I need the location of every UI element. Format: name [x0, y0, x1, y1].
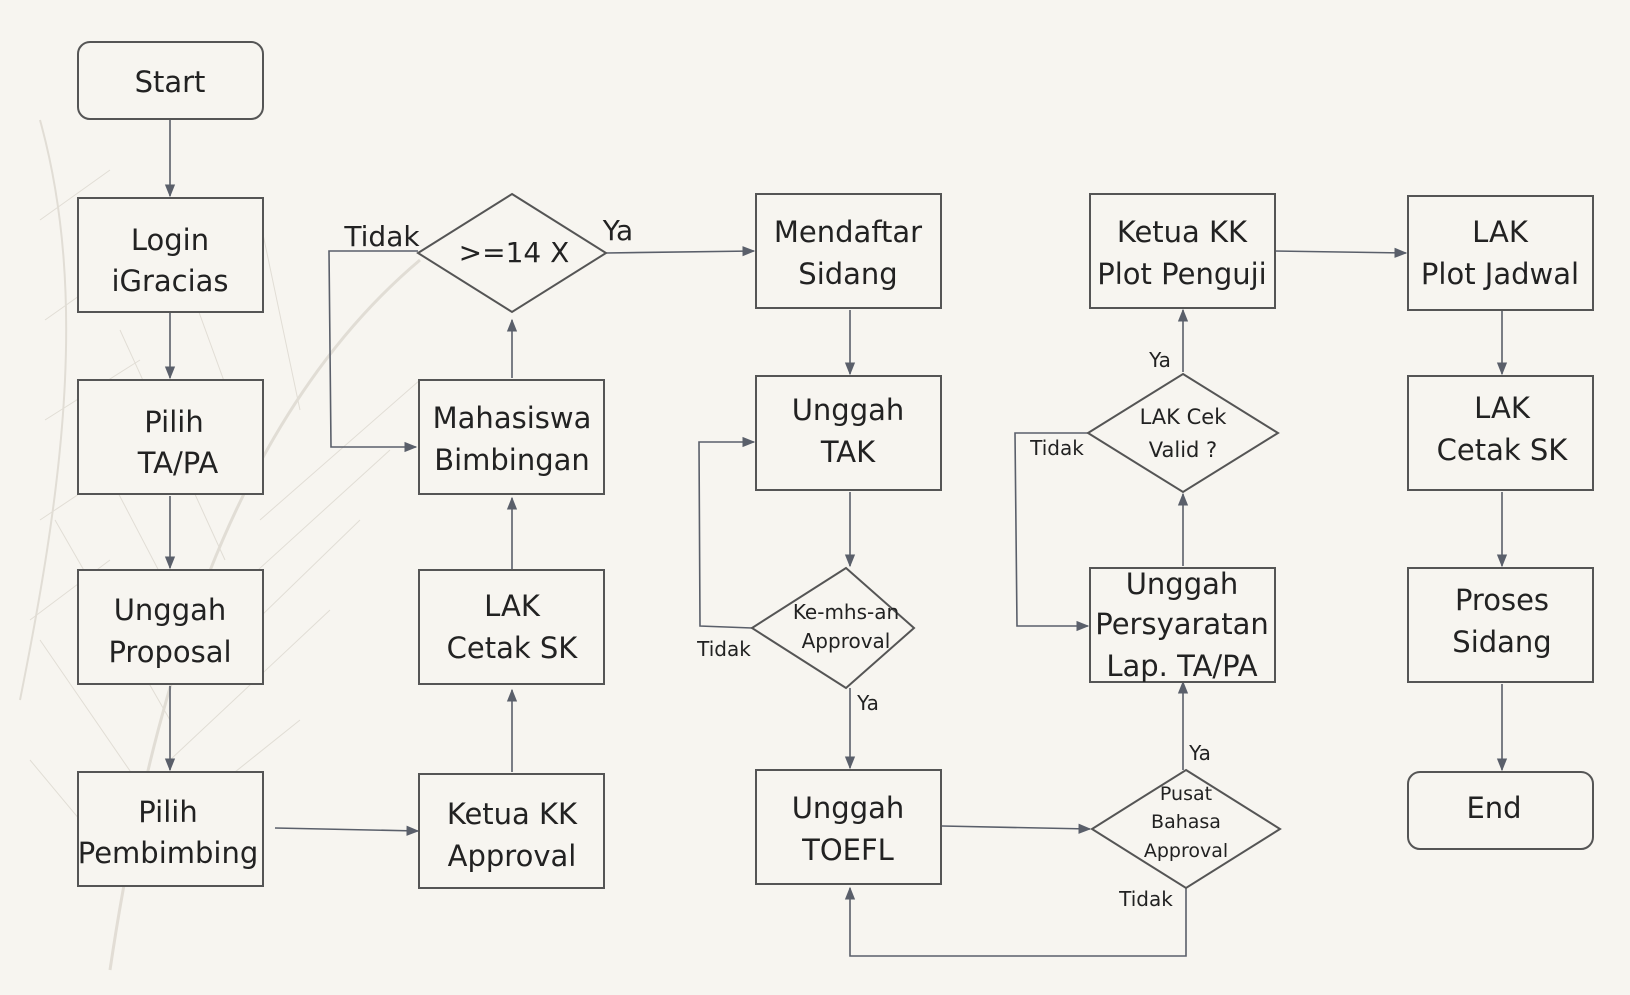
- edges: [164, 118, 1508, 957]
- edge-decision-ya-mendaftar: [605, 246, 756, 257]
- svg-text:Ke-mhs-an: Ke-mhs-an: [793, 600, 899, 624]
- svg-text:Start: Start: [135, 65, 206, 99]
- node-mahasiswa-bimbingan: Mahasiswa Bimbingan: [418, 379, 605, 495]
- svg-text:Sidang: Sidang: [1452, 625, 1551, 659]
- node-lak-cetak-sk-2: LAK Cetak SK: [1407, 375, 1594, 491]
- svg-text:TOEFL: TOEFL: [801, 833, 894, 867]
- node-pilih-pembimbing: Pilih Pembimbing: [77, 771, 264, 887]
- label-tidak-pusat: Tidak: [1118, 887, 1173, 911]
- svg-text:Bimbingan: Bimbingan: [434, 443, 590, 477]
- label-ya-14x: Ya: [602, 214, 633, 247]
- svg-text:Valid ?: Valid ?: [1149, 438, 1217, 462]
- svg-text:Ketua KK: Ketua KK: [1117, 215, 1248, 249]
- label-ya-kemhsan: Ya: [856, 691, 879, 715]
- node-unggah-toefl: Unggah TOEFL: [755, 769, 942, 885]
- svg-text:Pilih: Pilih: [144, 405, 203, 439]
- edge-toefl-pusat: [941, 823, 1092, 834]
- svg-text:Persyaratan: Persyaratan: [1095, 607, 1268, 641]
- svg-text:Login: Login: [131, 223, 209, 257]
- node-unggah-proposal: Unggah Proposal: [77, 569, 264, 685]
- label-ya-pusat: Ya: [1188, 741, 1211, 765]
- node-ketua-kk-plot-penguji: Ketua KK Plot Penguji: [1089, 193, 1276, 309]
- svg-text:Mahasiswa: Mahasiswa: [433, 401, 592, 435]
- svg-text:Unggah: Unggah: [1126, 567, 1239, 601]
- node-pilih-ta: Pilih TA/PA: [77, 379, 264, 495]
- edge-pusat-tidak-toefl: [844, 886, 1187, 957]
- svg-text:Bahasa: Bahasa: [1151, 811, 1221, 833]
- svg-text:LAK: LAK: [1472, 215, 1529, 249]
- svg-text:Unggah: Unggah: [792, 393, 905, 427]
- node-decision-14x: >=14 X: [416, 192, 608, 314]
- svg-text:Sidang: Sidang: [798, 257, 897, 291]
- svg-text:TAK: TAK: [820, 435, 876, 469]
- node-end: End: [1407, 771, 1594, 850]
- svg-text:Pembimbing: Pembimbing: [78, 836, 259, 870]
- node-decision-lak-cek: LAK Cek Valid ?: [1086, 372, 1280, 494]
- edge-labels: Tidak Ya Tidak Ya Tidak Ya Tidak Ya: [343, 214, 1210, 911]
- edge-decision-tidak-loop: [328, 250, 418, 453]
- svg-text:Cetak SK: Cetak SK: [447, 631, 579, 665]
- label-tidak-lakcek: Tidak: [1029, 436, 1084, 460]
- edge-plotpenguji-plotjadwal: [1273, 247, 1408, 258]
- svg-text:Pilih: Pilih: [138, 795, 197, 829]
- node-unggah-persyaratan: Unggah Persyaratan Lap. TA/PA: [1089, 567, 1276, 683]
- label-tidak-kemhsan: Tidak: [696, 637, 751, 661]
- node-start: Start: [77, 41, 264, 120]
- svg-text:Proses: Proses: [1455, 583, 1549, 617]
- edge-pembimbing-ketuakk: [274, 825, 420, 836]
- svg-text:Unggah: Unggah: [792, 791, 905, 825]
- node-ketua-kk-approval: Ketua KK Approval: [418, 773, 605, 889]
- svg-text:TA/PA: TA/PA: [137, 446, 219, 480]
- node-lak-plot-jadwal: LAK Plot Jadwal: [1407, 195, 1594, 311]
- label-ya-lakcek: Ya: [1148, 348, 1171, 372]
- node-unggah-tak: Unggah TAK: [755, 375, 942, 491]
- node-mendaftar-sidang: Mendaftar Sidang: [755, 193, 942, 309]
- svg-text:End: End: [1466, 791, 1521, 825]
- svg-text:LAK: LAK: [1474, 391, 1531, 425]
- node-lak-cetak-sk-1: LAK Cetak SK: [418, 569, 605, 685]
- svg-text:Cetak SK: Cetak SK: [1437, 433, 1569, 467]
- node-decision-kemhsan: Ke-mhs-an Approval: [750, 566, 916, 690]
- svg-text:Proposal: Proposal: [108, 635, 231, 669]
- svg-text:>=14 X: >=14 X: [459, 236, 570, 269]
- svg-text:LAK Cek: LAK Cek: [1140, 405, 1228, 429]
- edge-kemhsan-tidak-loop: [698, 436, 756, 629]
- svg-text:Approval: Approval: [448, 839, 577, 873]
- svg-text:Mendaftar: Mendaftar: [774, 215, 922, 249]
- svg-text:Approval: Approval: [802, 629, 891, 653]
- svg-text:Plot Jadwal: Plot Jadwal: [1421, 257, 1579, 291]
- label-tidak-14x: Tidak: [343, 220, 420, 253]
- node-decision-pusat-bahasa: Pusat Bahasa Approval: [1090, 768, 1282, 890]
- svg-text:Approval: Approval: [1144, 840, 1228, 862]
- svg-text:Plot Penguji: Plot Penguji: [1097, 257, 1266, 291]
- node-proses-sidang: Proses Sidang: [1407, 567, 1594, 683]
- svg-text:Ketua KK: Ketua KK: [447, 797, 578, 831]
- edge-lakcek-tidak-persyaratan: [1014, 432, 1090, 632]
- svg-text:Unggah: Unggah: [114, 593, 227, 627]
- svg-text:iGracias: iGracias: [111, 264, 228, 298]
- node-login: Login iGracias: [77, 197, 264, 313]
- svg-text:LAK: LAK: [484, 589, 541, 623]
- svg-text:Pusat: Pusat: [1160, 783, 1212, 805]
- svg-text:Lap. TA/PA: Lap. TA/PA: [1106, 649, 1257, 683]
